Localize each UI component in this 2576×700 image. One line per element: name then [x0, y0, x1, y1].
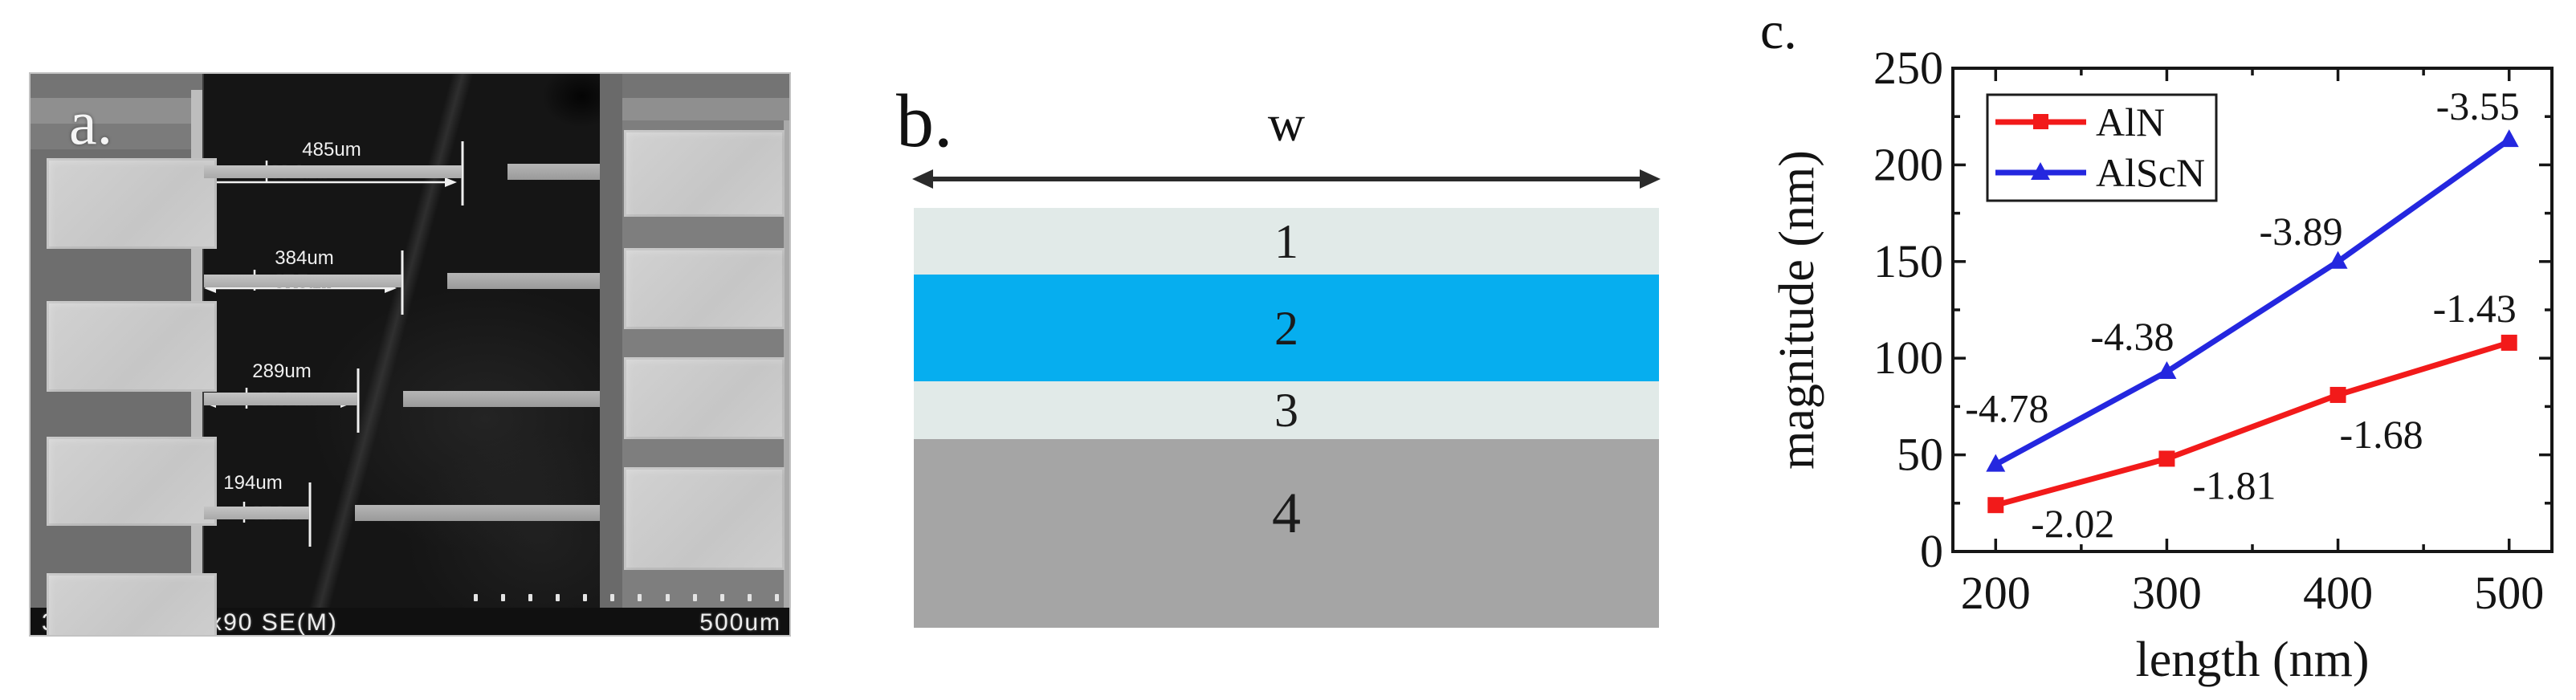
triangle-marker-icon [2157, 361, 2177, 380]
bond-pad [47, 301, 217, 392]
legend-entry-label: AlScN [2096, 150, 2205, 195]
bond-pad [47, 158, 217, 249]
square-marker-icon [2158, 450, 2175, 467]
material-layer-4: 4 [914, 439, 1659, 628]
bond-pad [47, 437, 217, 526]
y-tick-label: 200 [1873, 138, 1943, 190]
series-AlN: -2.02 -1.81 -1.68 -1.43 [1987, 286, 2517, 546]
y-axis-label: magnitude (nm) [1770, 150, 1824, 470]
ruler-dot [583, 594, 588, 601]
layer-number-label: 3 [1274, 384, 1298, 437]
legend-triangle-icon [2031, 162, 2050, 180]
material-layer-3: 3 [914, 381, 1659, 439]
layer-number-label: 1 [1274, 214, 1298, 268]
ruler-dot [528, 594, 533, 601]
point-value-label: -2.02 [2031, 501, 2114, 546]
cantilever-beam-right [355, 505, 600, 521]
width-arrow [912, 169, 1661, 189]
beam-length-label: 289um [252, 360, 311, 382]
legend-square-icon [2033, 114, 2048, 129]
cantilever-beam-left [204, 393, 357, 405]
bond-pad [624, 248, 785, 329]
y-tick-label: 150 [1873, 235, 1943, 287]
arrowhead-right-icon [1640, 169, 1661, 189]
sem-right-edge-stripe [784, 120, 789, 635]
cantilever-beam-left [204, 165, 462, 178]
triangle-marker-icon [1986, 454, 2006, 472]
y-tick-label: 250 [1873, 42, 1943, 94]
point-value-label: -4.78 [1965, 386, 2048, 431]
cantilever-beam-right [403, 391, 600, 407]
triangle-marker-icon [2328, 250, 2348, 269]
triangle-marker-icon [2499, 129, 2519, 148]
bond-pad [47, 573, 217, 635]
ruler-dot [556, 594, 560, 601]
beam-length-label: 194um [223, 472, 282, 494]
ruler-dot [501, 594, 506, 601]
point-value-label: -1.81 [2192, 462, 2276, 507]
legend: AlN AlScN [1986, 93, 2218, 202]
square-marker-icon [2329, 386, 2346, 403]
square-marker-icon [2501, 334, 2517, 351]
x-tick-label: 500 [2474, 567, 2544, 619]
material-layer-2: 2 [914, 275, 1659, 381]
y-tick-label: 50 [1897, 429, 1943, 481]
point-value-label: -1.43 [2433, 286, 2517, 331]
material-layer-1: 1 [914, 208, 1659, 275]
sem-scale-ruler-dots [474, 594, 779, 602]
beam-length-label: 485um [302, 139, 361, 161]
square-marker-icon [1987, 497, 2004, 514]
ruler-dot [610, 594, 615, 601]
series-AlScN: -4.78 -4.38 -3.89 -3.55 [1965, 83, 2520, 472]
panel-c-label: c. [1760, 2, 1797, 60]
ruler-dot [719, 594, 724, 601]
point-value-label: -3.55 [2436, 83, 2520, 128]
ruler-dot [474, 594, 478, 601]
legend-entry-label: AlN [2096, 100, 2165, 144]
ruler-dot [665, 594, 670, 601]
layer-number-label: 2 [1274, 301, 1298, 355]
beam-length-label: 384um [275, 247, 333, 269]
x-tick-label: 300 [2132, 567, 2202, 619]
cantilever-beam-left [204, 507, 309, 519]
sem-anchor-edge-right [600, 74, 622, 608]
x-axis-label: length (nm) [2136, 633, 2370, 687]
panel-b-label: b. [896, 79, 953, 163]
bond-pad [624, 130, 785, 217]
layer-number-label: 4 [1272, 480, 1301, 545]
point-value-label: -1.68 [2339, 412, 2423, 457]
cantilever-beam-right [507, 164, 600, 180]
bond-pad [624, 357, 785, 439]
ruler-dot [692, 594, 697, 601]
sem-scale-label: 500um [699, 609, 781, 636]
arrowhead-left-icon [912, 169, 933, 189]
x-tick-label: 200 [1961, 567, 2031, 619]
layer-stack: 1 2 3 4 [914, 208, 1659, 628]
y-tick-label: 0 [1920, 525, 1943, 577]
panel-a-sem-image: 3.0kV 8.0mm x90 SE(M) 500um 485um33.1um3… [29, 72, 791, 637]
ruler-dot [774, 594, 779, 601]
panel-a-label: a. [69, 88, 113, 157]
cantilever-beam-left [204, 275, 401, 287]
point-value-label: -4.38 [2090, 314, 2174, 359]
cantilever-beam-right [447, 273, 600, 289]
width-symbol: w [1267, 95, 1306, 152]
magnitude-vs-length-chart: 200 300 400 500 0 50 100 150 200 250 length (nm) ma… [1770, 42, 2554, 687]
y-tick-label: 100 [1873, 332, 1943, 384]
point-value-label: -3.89 [2259, 209, 2342, 254]
bond-pad [624, 467, 785, 570]
ruler-dot [638, 594, 642, 601]
ruler-dot [747, 594, 752, 601]
x-tick-label: 400 [2303, 567, 2373, 619]
plot-frame [1951, 67, 2554, 553]
